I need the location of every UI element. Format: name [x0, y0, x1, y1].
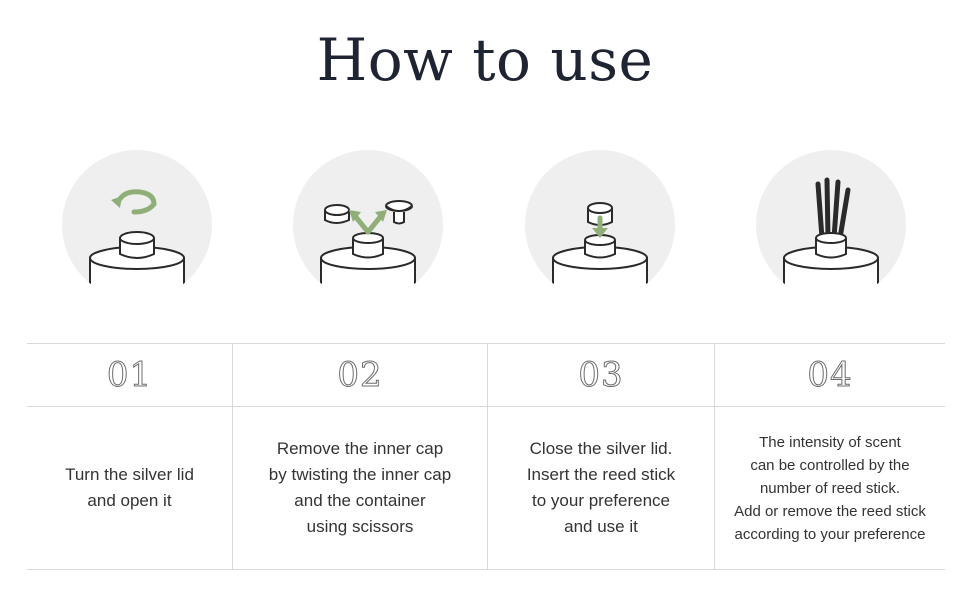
remove-inner-cap-icon: [293, 150, 443, 300]
step-text-1: Turn the silver lid and open it: [65, 465, 194, 510]
close-lid-icon: [525, 150, 675, 300]
step-number-2: 02: [337, 355, 383, 396]
step-number-1: 01: [106, 355, 153, 396]
steps-table: 01 02 03 04 Turn the silver lid and open…: [27, 343, 945, 570]
step-text-4: The intensity of scent can be controlled…: [734, 433, 926, 543]
page-title: How to use: [316, 26, 654, 94]
step-number-4: 04: [807, 355, 853, 396]
step-number-3: 03: [578, 355, 624, 396]
step-text-3: Close the silver lid. Insert the reed st…: [526, 439, 676, 536]
steps-illustrations: [0, 150, 970, 310]
reed-sticks-icon: [756, 150, 906, 300]
rotate-lid-icon: [62, 150, 212, 300]
step-text-2: Remove the inner cap by twisting the inn…: [268, 439, 452, 536]
